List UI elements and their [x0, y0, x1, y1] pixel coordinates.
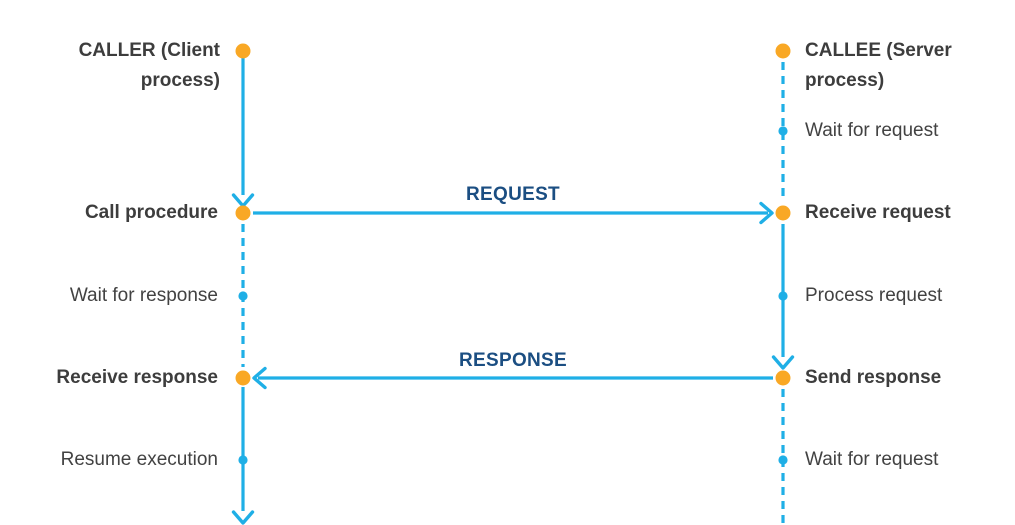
- left-arrowhead-icon: [252, 366, 267, 390]
- caller-lifeline: [231, 53, 255, 525]
- receive-request-dot: [775, 205, 791, 221]
- wait-for-request-dot: [778, 126, 788, 136]
- down-arrowhead-icon: [771, 355, 795, 370]
- response-message-label: RESPONSE: [459, 350, 567, 371]
- receive-response-dot: [235, 370, 251, 386]
- caller-header: CALLER (Client process): [79, 36, 220, 96]
- caller-header-line2: process): [140, 70, 220, 91]
- request-arrow: [253, 201, 774, 225]
- call-procedure-dot: [235, 205, 251, 221]
- caller-event-resume-execution: Resume execution: [60, 449, 218, 470]
- caller-markers: [235, 43, 251, 465]
- callee-event-wait-for-request-2: Wait for request: [805, 449, 939, 470]
- caller-event-wait-for-response: Wait for response: [69, 285, 218, 306]
- process-request-dot: [778, 291, 788, 301]
- right-arrowhead-icon: [759, 201, 774, 225]
- resume-execution-dot: [238, 455, 248, 465]
- callee-event-wait-for-request: Wait for request: [805, 120, 939, 141]
- callee-header: CALLEE (Server process): [805, 36, 952, 96]
- callee-start-dot: [775, 43, 791, 59]
- callee-event-send-response: Send response: [805, 367, 942, 388]
- wait-for-request-2-dot: [778, 455, 788, 465]
- callee-markers: [775, 43, 791, 465]
- request-message-label: REQUEST: [466, 184, 560, 205]
- down-arrowhead-icon: [231, 510, 255, 525]
- caller-start-dot: [235, 43, 251, 59]
- callee-header-line2: process): [805, 70, 885, 91]
- send-response-dot: [775, 370, 791, 386]
- caller-event-receive-response: Receive response: [56, 367, 218, 388]
- callee-event-process-request: Process request: [805, 285, 943, 306]
- response-arrow: [252, 366, 773, 390]
- down-arrowhead-icon: [231, 193, 255, 208]
- callee-header-line1: CALLEE (Server: [805, 40, 952, 61]
- caller-event-call-procedure: Call procedure: [84, 202, 218, 223]
- caller-header-line1: CALLER (Client: [78, 40, 220, 61]
- callee-event-receive-request: Receive request: [805, 202, 951, 223]
- wait-for-response-dot: [238, 291, 248, 301]
